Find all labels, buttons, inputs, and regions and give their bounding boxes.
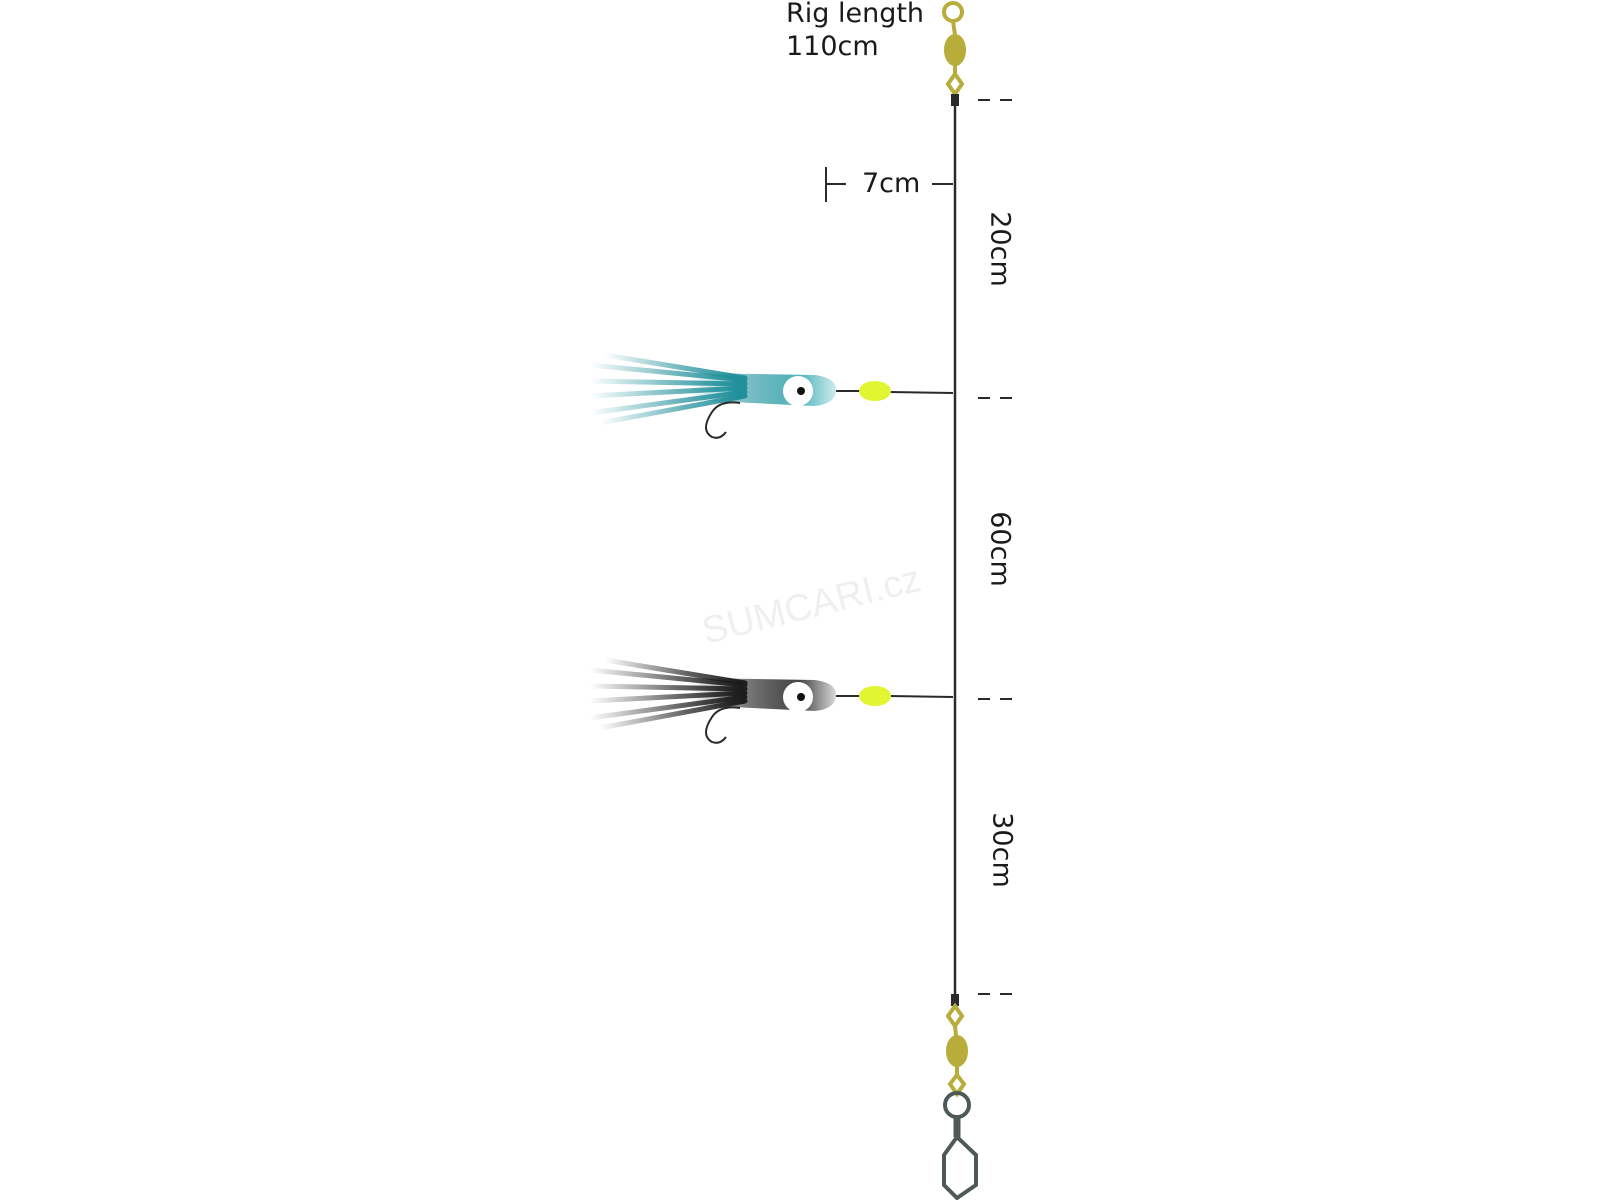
upper-lure [587, 352, 954, 439]
snap-clip-icon [942, 1091, 978, 1201]
rig-length-title: Rig length [786, 0, 925, 29]
upper-lure-body [690, 373, 837, 406]
lower-hook-icon [705, 706, 741, 744]
upper-hook-icon [705, 401, 741, 439]
bottom-swivel-icon [945, 994, 968, 1098]
rig-length-value: 110cm [786, 31, 879, 62]
top-swivel-icon [942, 1, 966, 106]
lower-lure [587, 657, 954, 744]
segment-label-top: 20cm [984, 211, 1016, 287]
snood-length-marker [825, 167, 953, 202]
segment-label-bottom: 30cm [986, 812, 1018, 888]
segment-label-middle: 60cm [984, 511, 1016, 587]
upper-bead-icon [859, 381, 891, 401]
segment-ticks [978, 99, 1016, 995]
lower-lure-body [690, 678, 837, 711]
lower-bead-icon [859, 686, 891, 706]
snood-length-label: 7cm [862, 168, 921, 199]
